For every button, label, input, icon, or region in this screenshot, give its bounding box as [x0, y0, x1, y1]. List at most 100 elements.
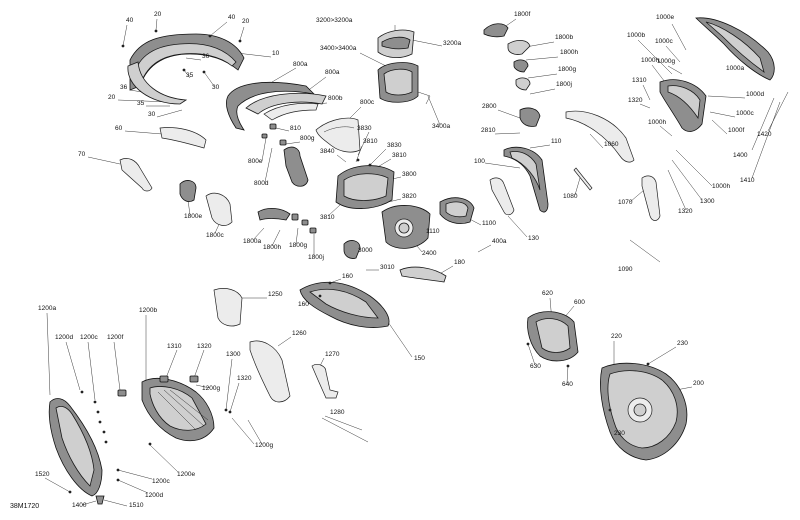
callout-label-1200d: 1200d [145, 492, 163, 499]
callout-label-20: 20 [154, 11, 162, 18]
callout-label-1000g: 1000g [657, 58, 675, 65]
callout-label-1800f: 1800f [514, 11, 530, 18]
callout-label-1200c: 1200c [152, 478, 170, 485]
callout-label-640: 640 [562, 381, 573, 388]
part-headlight-2400 [381, 205, 431, 249]
callout-label-35: 35 [137, 100, 145, 107]
callout-label-1420: 1420 [757, 131, 772, 138]
part-side-panel-1000a [695, 17, 775, 81]
callout-label-40: 40 [126, 17, 134, 24]
part-clips-810 [261, 123, 287, 146]
callout-label-1400: 1400 [72, 502, 87, 509]
part-side-panel-1200b [141, 378, 215, 442]
callout-label-1800g: 1800g [558, 66, 576, 73]
callout-label-40: 40 [228, 14, 236, 21]
callout-label-810: 810 [290, 125, 301, 132]
callout-label-3830: 3830 [387, 142, 402, 149]
part-side-panel-1060 [565, 110, 635, 163]
callout-label-3000: 3000 [358, 247, 373, 254]
part-front-fascia-3800 [335, 158, 395, 209]
callout-label-100: 100 [474, 158, 485, 165]
callout-label-1000b: 1000b [627, 32, 645, 39]
callout-label-1090: 1090 [618, 266, 633, 273]
callout-label-1000h: 1000h [641, 57, 659, 64]
callout-label-800g: 800g [300, 135, 315, 142]
part-emblem-2800 [519, 107, 541, 127]
callout-label-1310: 1310 [167, 343, 182, 350]
callout-label-630: 630 [530, 363, 541, 370]
callout-label-30: 30 [212, 84, 220, 91]
part-panel-60 [159, 127, 207, 149]
callout-label-1200f: 1200f [107, 334, 123, 341]
callout-label-180: 180 [454, 259, 465, 266]
callout-label-1800h: 1800h [560, 49, 578, 56]
callout-label-220: 220 [611, 333, 622, 340]
callout-label-3400a: 3400a [432, 123, 450, 130]
part-handle-1270 [311, 364, 339, 399]
callout-label-1260: 1260 [292, 330, 307, 337]
callout-label-160: 160 [298, 301, 309, 308]
callout-label-10: 10 [272, 50, 280, 57]
callout-label-800a: 800a [293, 61, 308, 68]
callout-label-1000d: 1000d [746, 91, 764, 98]
part-side-panel-1200a [48, 398, 103, 497]
part-rod-1280 [321, 417, 369, 443]
part-side-light-1100 [439, 197, 475, 224]
callout-label-1800g: 1800g [289, 242, 307, 249]
callout-label-1200d: 1200d [55, 334, 73, 341]
callout-label-600: 600 [574, 299, 585, 306]
callout-label-20: 20 [108, 94, 116, 101]
callout-label-1800a: 1800a [243, 238, 261, 245]
part-1800-top-group [483, 23, 531, 91]
part-tank-cover-3200 [377, 29, 415, 58]
part-rear-rack-10 [121, 29, 245, 105]
callout-label-1400: 1400 [733, 152, 748, 159]
callout-label-400a: 400a [492, 238, 507, 245]
callout-label-1000h: 1000h [648, 119, 666, 126]
callout-label-1110: 1110 [426, 228, 440, 235]
callout-label-1280: 1280 [330, 409, 345, 416]
callout-label-3400-3400a: 3400>3400a [320, 45, 357, 52]
callout-label-1520: 1520 [35, 471, 50, 478]
callout-label-3200a: 3200a [443, 40, 461, 47]
callout-label-620: 620 [542, 290, 553, 297]
callout-label-1000h: 1000h [712, 183, 730, 190]
callout-label-3820: 3820 [402, 193, 417, 200]
callout-label-1320: 1320 [678, 208, 693, 215]
part-side-panel-800a [226, 81, 327, 131]
part-panel-1260 [249, 340, 291, 403]
part-hood-150 [299, 281, 390, 328]
callout-label-3800: 3800 [402, 171, 417, 178]
callout-label-3810: 3810 [363, 138, 378, 145]
callout-label-1000e: 1000e [656, 14, 674, 21]
part-bracket-800d [283, 146, 309, 187]
callout-label-800b: 800b [328, 95, 343, 102]
callout-label-1000c: 1000c [655, 38, 673, 45]
callout-label-1100: 1100 [482, 220, 496, 227]
part-1800-lower-group [179, 180, 317, 234]
callout-label-1800e: 1800e [184, 213, 202, 220]
part-line-1090 [629, 239, 661, 263]
callout-label-1800b: 1800b [555, 34, 573, 41]
callout-label-2400: 2400 [422, 250, 437, 257]
callout-label-1000c: 1000c [736, 110, 754, 117]
callout-label-2800: 2800 [482, 103, 497, 110]
callout-label-200: 200 [693, 380, 704, 387]
callout-label-1250: 1250 [268, 291, 283, 298]
callout-label-150: 150 [414, 355, 425, 362]
callout-label-1000f: 1000f [728, 127, 744, 134]
callout-label-800a: 800a [325, 69, 340, 76]
callout-label-1510: 1510 [129, 502, 144, 509]
callout-label-70: 70 [78, 151, 86, 158]
callout-label-60: 60 [115, 125, 123, 132]
callout-label-30: 30 [148, 111, 156, 118]
callout-label-20: 20 [242, 18, 250, 25]
callout-label-1200g: 1200g [202, 385, 220, 392]
callout-label-36: 36 [120, 84, 128, 91]
callout-label-1070: 1070 [618, 199, 633, 206]
part-rod-1080 [573, 167, 593, 191]
callout-label-130: 130 [528, 235, 539, 242]
part-panel-70 [119, 158, 153, 192]
part-fasteners-1200 [68, 375, 232, 505]
callout-label-230: 230 [614, 430, 625, 437]
